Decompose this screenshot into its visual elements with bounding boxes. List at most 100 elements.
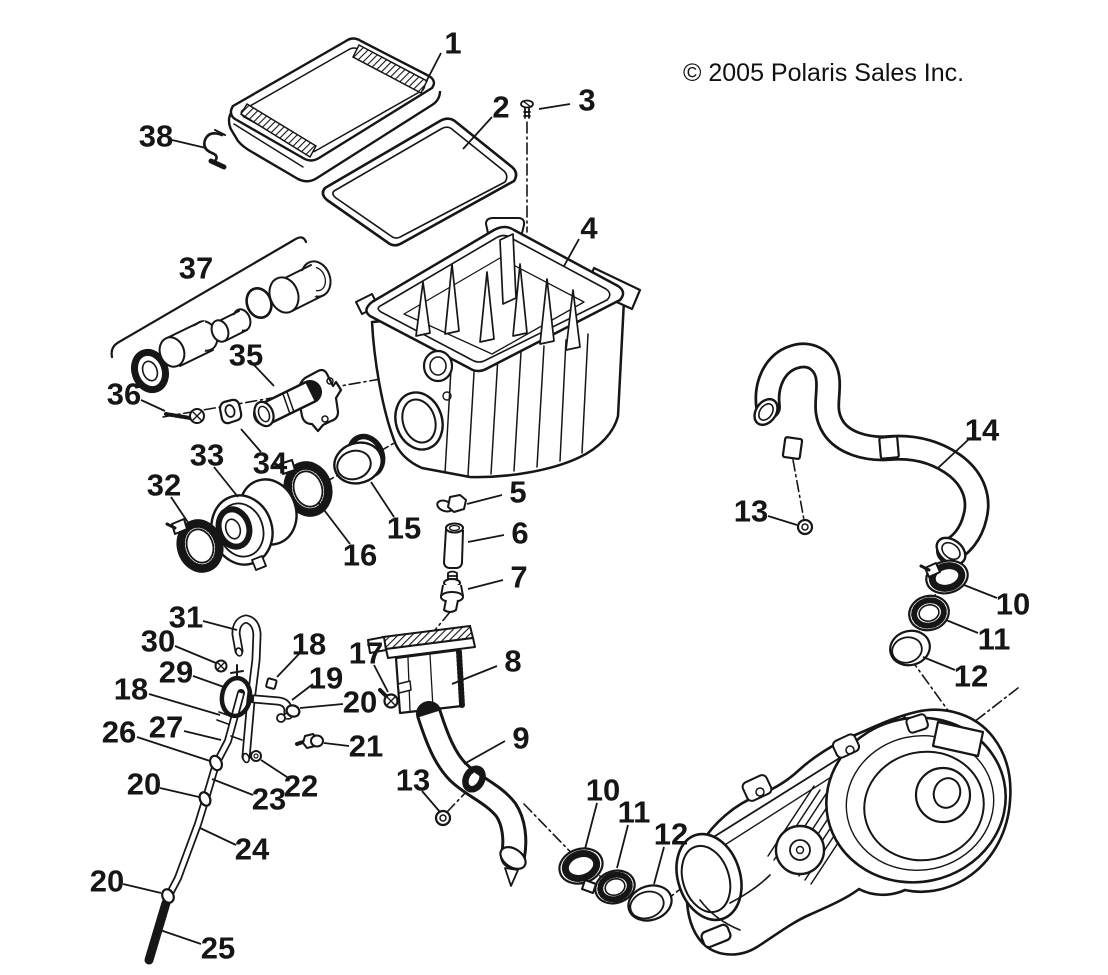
airbox-spikes: [415, 233, 581, 351]
part-2-lid-seal: [321, 117, 518, 247]
callout-6: 6: [511, 516, 528, 551]
callout-10: 10: [996, 587, 1030, 622]
lid-grip-strip: [352, 43, 428, 95]
airbox-inlet-boss: [422, 349, 454, 383]
leader-line-24: [199, 827, 237, 846]
callout-38: 38: [139, 119, 173, 154]
leader-line-21: [323, 742, 350, 747]
callout-24: 24: [235, 832, 270, 867]
part-20-clamp: [161, 888, 175, 904]
part-22-ring: [250, 750, 262, 762]
leader-line-14: [937, 439, 969, 469]
engine-crankcase: [675, 708, 1012, 956]
leader-line-10: [963, 584, 998, 599]
part-15-sleeve: [333, 441, 383, 485]
part-7-fitting: [440, 570, 464, 613]
callout-12: 12: [654, 817, 688, 852]
leader-line-15: [370, 481, 395, 518]
part-8-intake-duct: [367, 624, 476, 715]
part-38-clip: [203, 129, 227, 170]
callout-20: 20: [343, 685, 377, 720]
part-25-drain-tip: [144, 898, 171, 965]
part-3-screw: [520, 99, 534, 119]
callout-2: 2: [492, 90, 509, 125]
callout-11: 11: [978, 622, 1011, 657]
callout-13: 13: [734, 494, 768, 529]
leader-line-33: [213, 466, 239, 498]
leader-line-9: [463, 740, 506, 765]
callout-13: 13: [396, 763, 430, 798]
part-17-screw: [378, 688, 399, 709]
part-11-ring-upper: [908, 594, 950, 632]
leader-line-12: [922, 656, 956, 671]
pulley: [774, 824, 826, 876]
callout-17: 17: [349, 636, 383, 671]
callout-21: 21: [349, 729, 383, 764]
leader-line-22: [260, 759, 291, 780]
leader-line-11: [945, 619, 979, 634]
leader-line-29: [192, 675, 225, 688]
leader-line-7: [467, 579, 504, 590]
callout-11: 11: [618, 795, 651, 830]
callout-15: 15: [387, 511, 421, 546]
leader-line-2: [462, 116, 493, 150]
callout-7: 7: [510, 560, 527, 595]
part-36-screw: [164, 408, 205, 424]
part-12-ring-lower: [627, 884, 673, 922]
leader-line-32: [170, 496, 192, 528]
leader-line-10: [584, 802, 598, 850]
lid-grip-strip: [239, 102, 318, 159]
part-11-ring-lower: [594, 869, 636, 905]
callout-4: 4: [580, 211, 598, 246]
part-34-washer: [218, 398, 243, 425]
part-10-clamp-upper: [919, 559, 969, 595]
vent-tube-assembly: [144, 614, 324, 965]
hose-clamp: [781, 436, 804, 460]
part-9-hose: [416, 701, 528, 887]
part-4-airbox: [346, 217, 642, 479]
callout-31: 31: [169, 600, 203, 635]
airbox-outlet-opening: [394, 391, 444, 451]
leader-line-23: [211, 778, 254, 796]
hose-clamp: [463, 767, 485, 791]
part-5-nut: [436, 494, 467, 513]
callout-36: 36: [107, 377, 141, 412]
part-6-spacer: [443, 522, 464, 569]
leader-line-36: [140, 399, 166, 412]
callout-8: 8: [504, 644, 521, 679]
part-1-airbox-lid: [227, 37, 442, 183]
callout-18: 18: [114, 672, 148, 707]
part-21-screw: [295, 733, 324, 749]
part-33-boot: [210, 478, 298, 571]
callout-35: 35: [229, 338, 263, 373]
callout-22: 22: [284, 769, 318, 804]
leader-line-13: [767, 515, 798, 526]
leader-line-38: [171, 139, 207, 149]
leader-line-5: [466, 494, 503, 505]
callout-27: 27: [149, 710, 183, 745]
part-12-ring-upper: [889, 629, 931, 667]
callout-30: 30: [141, 624, 175, 659]
leader-line-1: [425, 52, 442, 83]
callout-32: 32: [147, 468, 181, 503]
callout-25: 25: [201, 931, 235, 966]
hose-clamp: [878, 435, 900, 460]
leader-line-27: [183, 730, 222, 741]
leader-line-25: [159, 929, 202, 945]
engine-snout: [675, 832, 743, 922]
copyright-text: © 2005 Polaris Sales Inc.: [683, 59, 964, 87]
leader-line-19: [291, 683, 314, 701]
part-37-filter-group: [110, 236, 332, 394]
leader-line-26: [136, 736, 211, 762]
leader-line-34: [240, 428, 262, 453]
callout-29: 29: [159, 655, 193, 690]
leader-lines: [122, 52, 998, 945]
part-13-fitting-lower: [434, 809, 452, 827]
callout-1: 1: [444, 26, 461, 61]
leader-line-8: [451, 665, 498, 685]
leader-line-20: [122, 883, 162, 894]
leader-line-13: [421, 790, 441, 813]
part-20-clamp: [285, 704, 301, 718]
